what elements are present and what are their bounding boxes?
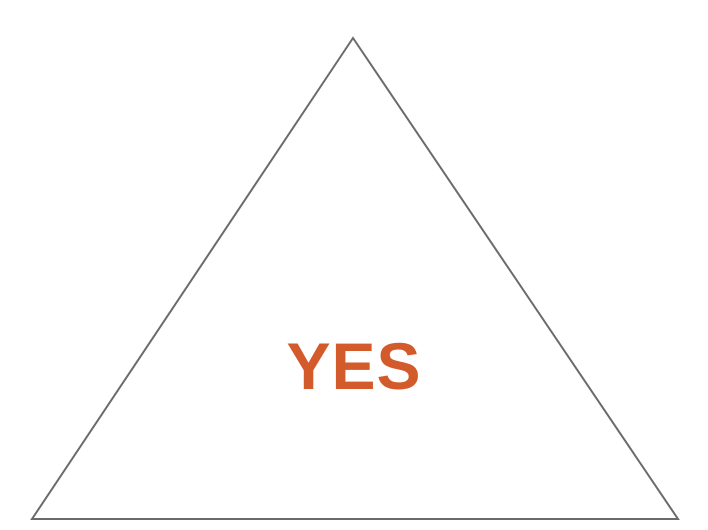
triangle-outline bbox=[30, 36, 680, 520]
triangle-label: YES bbox=[286, 329, 422, 403]
